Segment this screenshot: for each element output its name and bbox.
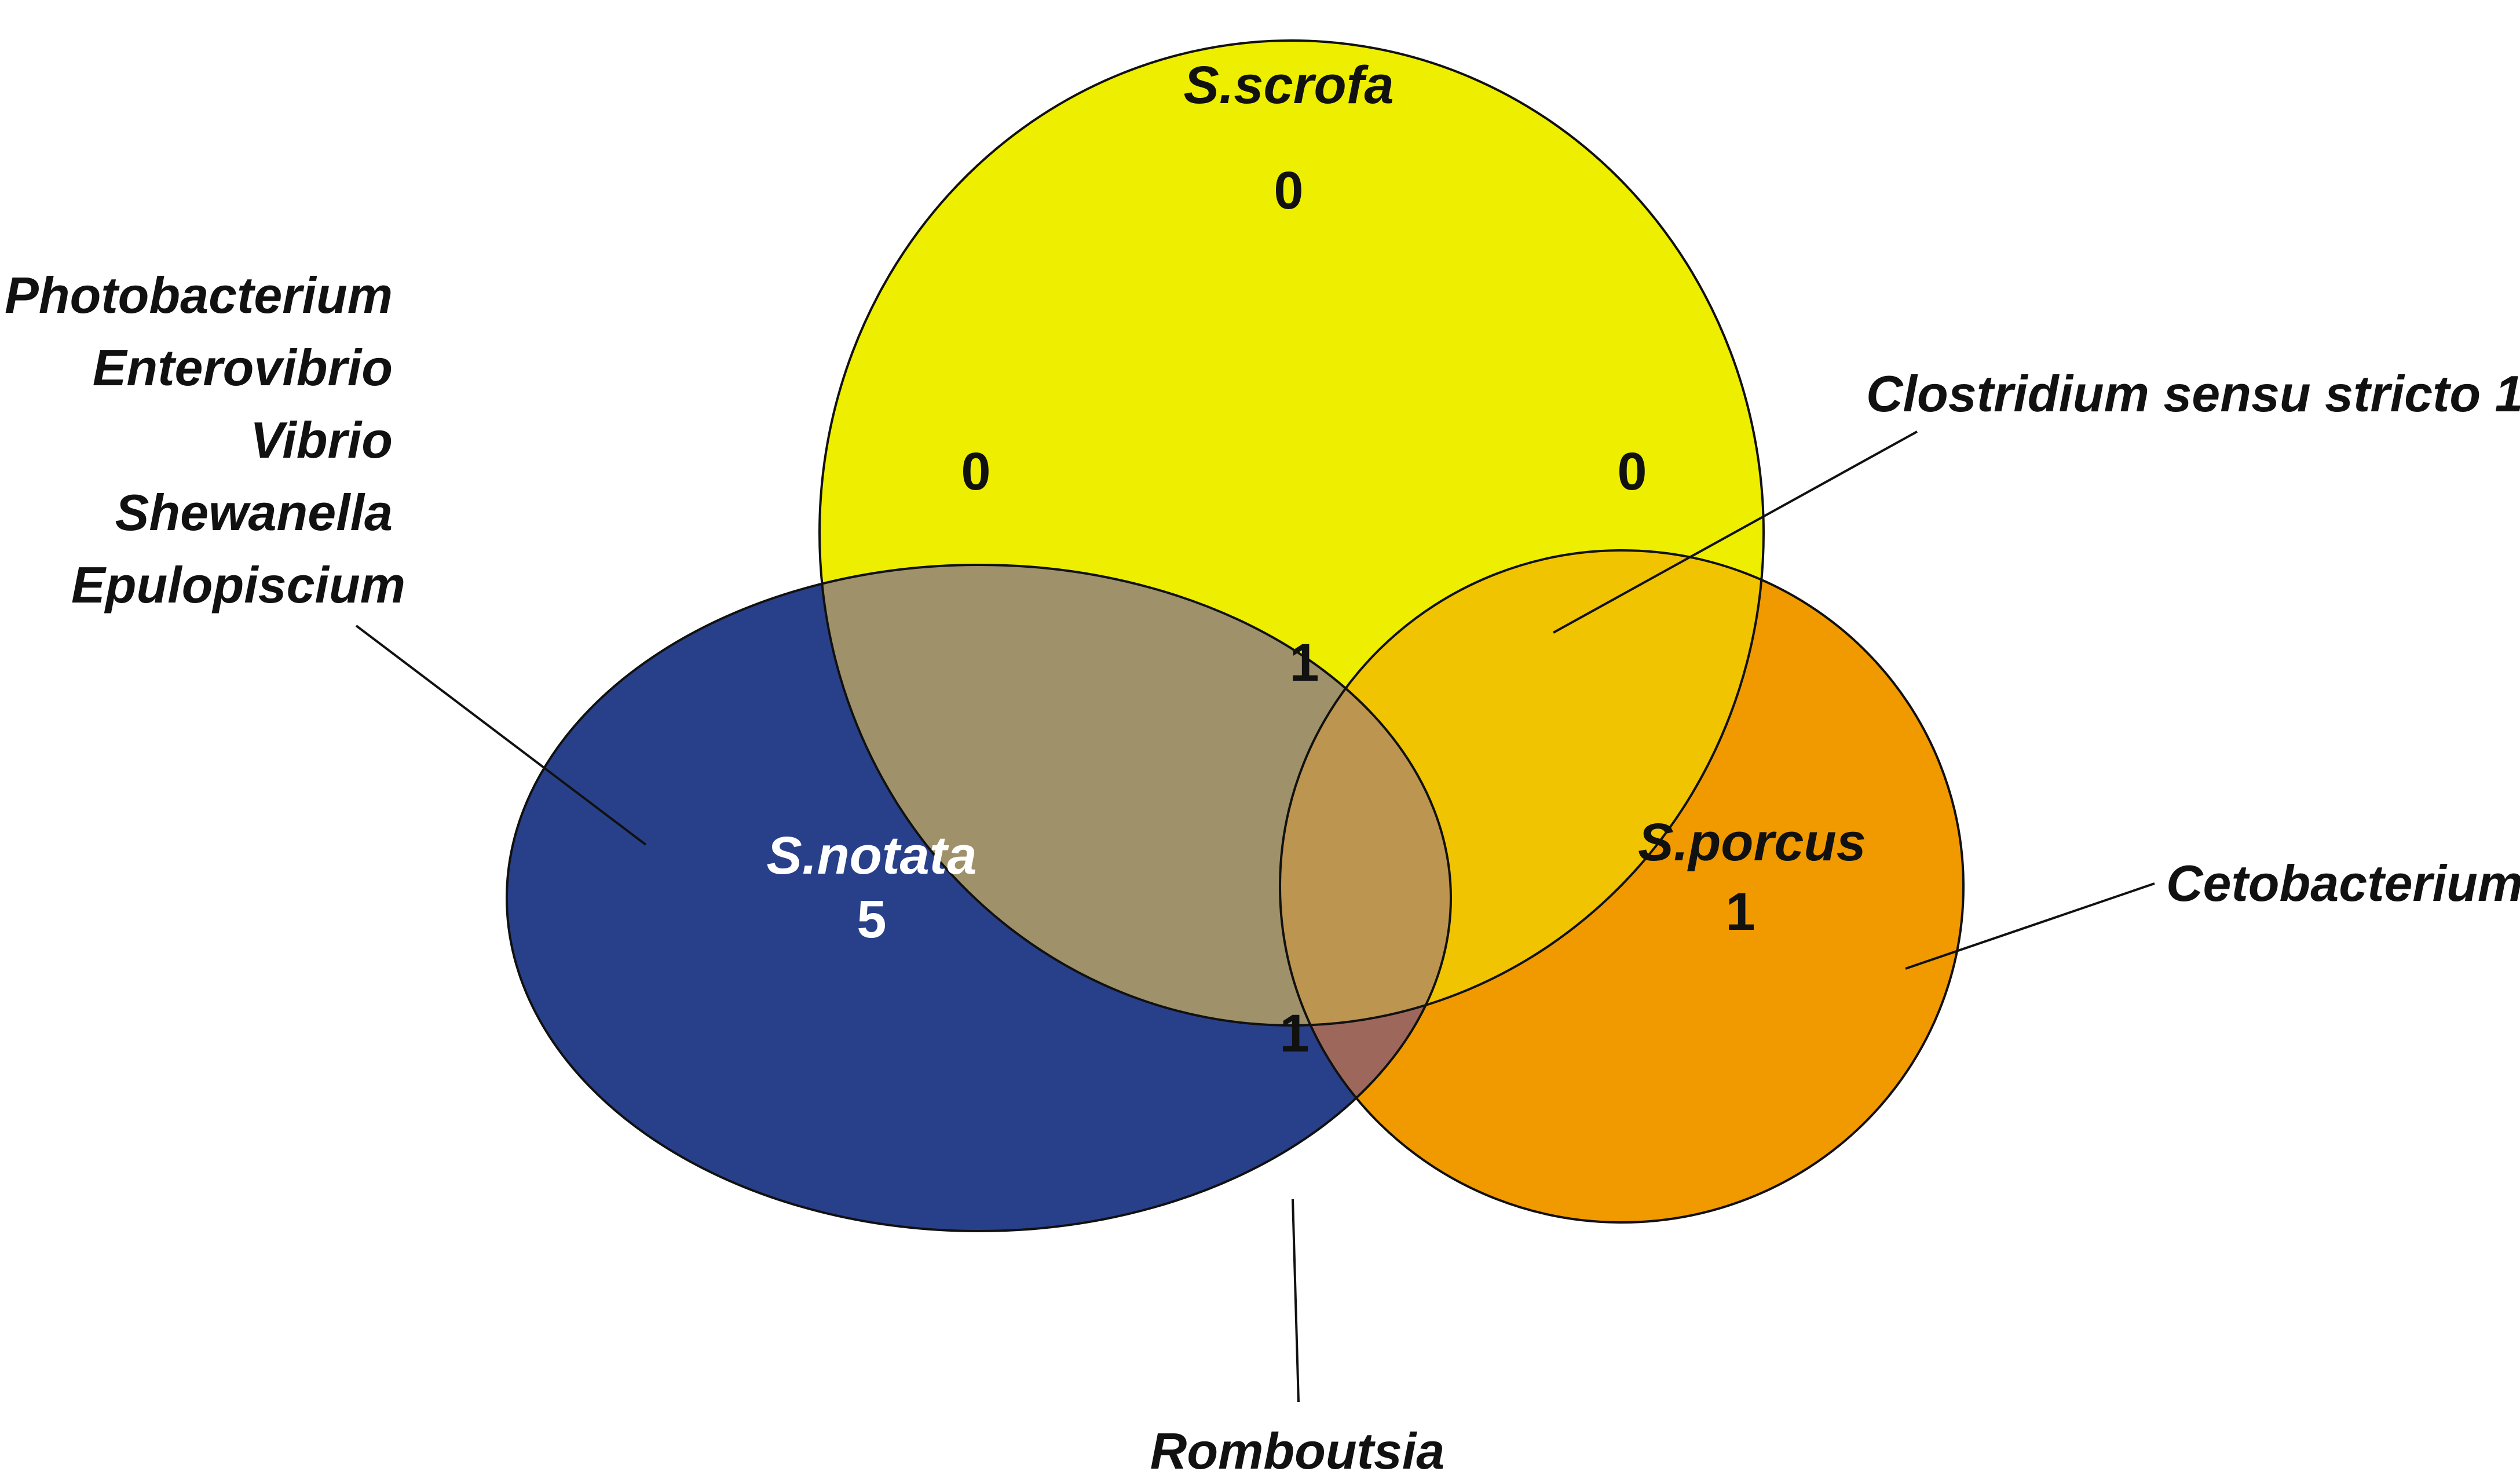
notata-porcus-genus-label: Romboutsia <box>1150 1422 1444 1475</box>
porcus-only-genus-label: Cetobacterium <box>2166 855 2520 912</box>
genus-label: Photobacterium <box>5 266 393 324</box>
s-porcus-outline <box>1279 549 1965 1224</box>
genus-label: Shewanella <box>115 484 393 541</box>
leader-notata-only <box>355 625 647 846</box>
all-three-genus-label: Clostridium sensu stricto 1 <box>1866 365 2520 422</box>
leader-all-three <box>1553 430 1918 634</box>
s-notata-label: S.notata <box>767 826 977 885</box>
s-notata-outline <box>506 564 1452 1232</box>
genus-label: Enterovibrio <box>93 339 393 396</box>
notata-only-genera: Photobacterium Enterovibrio Vibrio Shewa… <box>5 266 405 614</box>
notata-scrofa-count: 0 <box>961 442 990 501</box>
genus-label: Epulopiscium <box>71 556 405 614</box>
leader-notata-porcus <box>1292 1199 1300 1403</box>
s-scrofa-outline <box>818 39 1765 1027</box>
notata-porcus-count: 1 <box>1279 1004 1309 1063</box>
s-scrofa-count: 0 <box>1274 161 1303 220</box>
s-notata-count: 5 <box>857 890 886 949</box>
leader-porcus-only <box>1905 882 2155 970</box>
s-porcus-label: S.porcus <box>1638 813 1866 872</box>
notata-scrofa-overlap <box>820 565 1451 1025</box>
s-porcus-count: 1 <box>1725 882 1755 941</box>
all-three-count: 1 <box>1289 633 1319 692</box>
genus-label: Vibrio <box>250 411 393 469</box>
s-scrofa-label: S.scrofa <box>1183 56 1394 115</box>
scrofa-porcus-count: 0 <box>1617 442 1647 501</box>
